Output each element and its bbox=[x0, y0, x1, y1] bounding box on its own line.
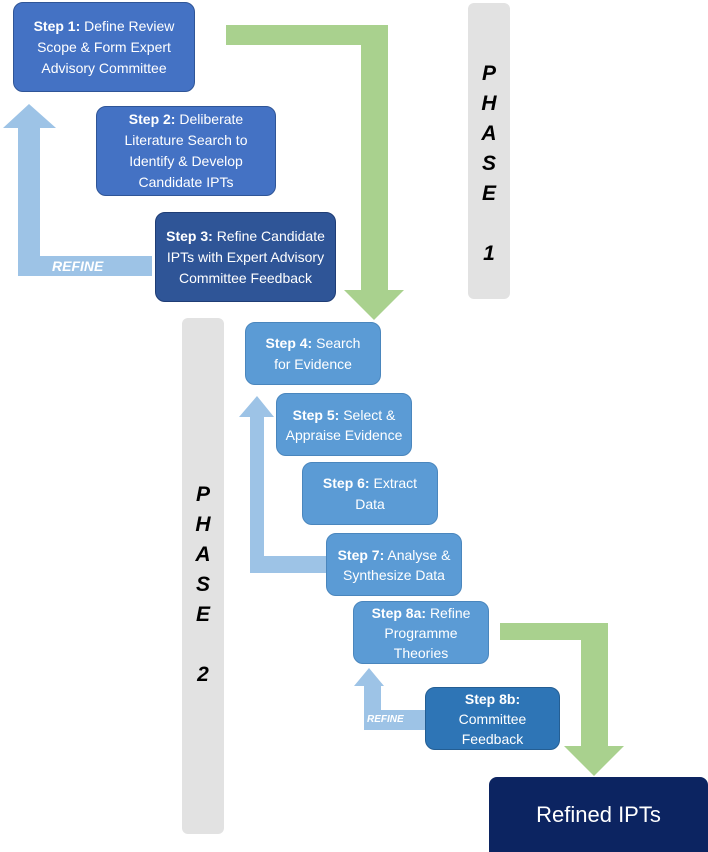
phase2-letter: H bbox=[195, 513, 211, 536]
phase2-letter: A bbox=[195, 543, 211, 566]
step-7-label: Step 7: bbox=[337, 546, 385, 563]
phase1-bar: P H A S E 1 bbox=[468, 3, 510, 299]
phase1-letter: 1 bbox=[483, 242, 495, 265]
phase1-letter: P bbox=[481, 62, 496, 85]
step-4-text: Search for Evidence bbox=[274, 334, 361, 372]
phase1-letter: E bbox=[481, 182, 496, 205]
step-2-text: Deliberate Literature Search to Identify… bbox=[124, 111, 248, 190]
step-8b-box: Step 8b: Committee Feedback bbox=[425, 687, 560, 750]
phase1-letter: S bbox=[481, 152, 496, 175]
step-5-box: Step 5: Select & Appraise Evidence bbox=[276, 393, 412, 456]
refined-ipts-text: Refined IPTs bbox=[536, 802, 661, 827]
refined-ipts-box: Refined IPTs bbox=[489, 777, 708, 852]
step-8a-box: Step 8a: Refine Programme Theories bbox=[353, 601, 489, 664]
phase2-bar: P H A S E 2 bbox=[182, 318, 224, 834]
step-2-label: Step 2: bbox=[128, 111, 176, 127]
phase1-letter bbox=[468, 209, 510, 239]
green-arrow-result bbox=[500, 623, 624, 776]
step-8a-label: Step 8a: bbox=[371, 604, 427, 621]
phase2-letter: E bbox=[195, 603, 210, 626]
step-1-text: Define Review Scope & Form Expert Adviso… bbox=[37, 17, 175, 76]
green-arrow-phase1 bbox=[226, 25, 404, 320]
step-8b-text: Committee Feedback bbox=[458, 710, 527, 747]
phase2-letter: P bbox=[195, 483, 210, 506]
step-5-label: Step 5: bbox=[292, 406, 340, 423]
refine-label-8b: REFINE bbox=[367, 714, 404, 725]
step-2-box: Step 2: Deliberate Literature Search to … bbox=[96, 106, 276, 196]
refine-arrow-8b bbox=[354, 668, 425, 730]
phase1-letter: A bbox=[481, 122, 497, 145]
step-6-label: Step 6: bbox=[322, 474, 370, 491]
phase1-label: P H A S E 1 bbox=[468, 59, 510, 269]
step-6-text: Extract Data bbox=[355, 474, 418, 512]
step-6-box: Step 6: Extract Data bbox=[302, 462, 438, 525]
step-8a-text: Refine Programme Theories bbox=[384, 604, 471, 661]
step-4-box: Step 4: Search for Evidence bbox=[245, 322, 381, 385]
step-5-text: Select & Appraise Evidence bbox=[285, 406, 403, 443]
step-3-text: Refine Candidate IPTs with Expert Adviso… bbox=[166, 227, 325, 286]
phase2-letter: S bbox=[195, 573, 210, 596]
phase2-letter: 2 bbox=[197, 663, 209, 686]
phase2-label: P H A S E 2 bbox=[182, 480, 224, 690]
phase2-letter bbox=[182, 630, 224, 660]
phase1-letter: H bbox=[481, 92, 497, 115]
refine-label-phase1: REFINE bbox=[52, 258, 104, 274]
step-4-label: Step 4: bbox=[265, 334, 313, 351]
step-7-box: Step 7: Analyse & Synthesize Data bbox=[326, 533, 462, 596]
step-3-label: Step 3: bbox=[166, 227, 213, 244]
step-1-label: Step 1: bbox=[33, 17, 81, 34]
step-3-box: Step 3: Refine Candidate IPTs with Exper… bbox=[155, 212, 336, 302]
refine-arrow-phase2 bbox=[239, 396, 326, 573]
step-8b-label: Step 8b: bbox=[464, 690, 521, 707]
step-7-text: Analyse & Synthesize Data bbox=[343, 546, 451, 583]
refine-arrow-phase1 bbox=[3, 104, 152, 276]
step-1-box: Step 1: Define Review Scope & Form Exper… bbox=[13, 2, 195, 92]
